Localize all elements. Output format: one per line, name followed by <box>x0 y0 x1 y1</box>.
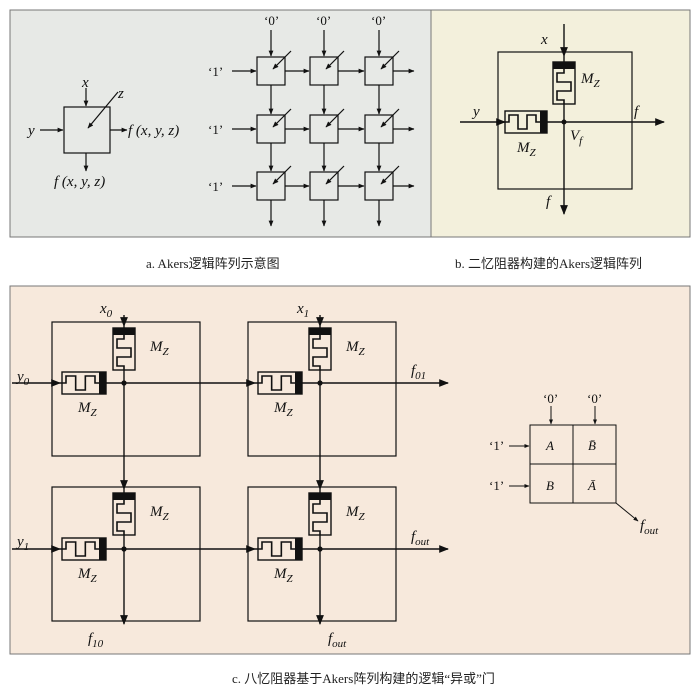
panel-a-caption: a. Akers逻辑阵列示意图 <box>146 256 280 271</box>
panel-b-mem-left-label: MZ <box>516 140 537 159</box>
array-top-input-2: ‘0’ <box>316 13 331 28</box>
array-cell <box>309 108 345 144</box>
grid-top-input-1: ‘0’ <box>543 391 558 406</box>
grid-cell-b: B <box>546 478 554 493</box>
label-f10: f10 <box>88 631 104 650</box>
memristor-symbol <box>257 371 303 395</box>
memristor-vertical <box>552 61 576 105</box>
label-x1: x1 <box>296 301 309 320</box>
label-fout-bottom: fout <box>328 631 347 650</box>
mem-label: MZ <box>149 504 170 523</box>
akers-cell-generic <box>40 88 128 172</box>
array-left-input-3: ‘1’ <box>208 179 223 194</box>
label-f01: f01 <box>411 363 426 382</box>
label-x0: x0 <box>99 301 113 320</box>
mem-label: MZ <box>273 566 294 585</box>
memristor-symbol <box>61 537 107 561</box>
memristor-symbol <box>504 110 548 134</box>
mem-label: MZ <box>273 400 294 419</box>
mem-label: MZ <box>345 339 366 358</box>
array-left-input-1: ‘1’ <box>208 64 223 79</box>
array-top-input-1: ‘0’ <box>264 13 279 28</box>
panel-c: MZ MZ MZ MZ MZ MZ MZ MZ x0 x1 y0 y1 f01 fout f1… <box>9 285 691 655</box>
panel-b-node-label: Vf <box>570 128 584 147</box>
array-left-input-2: ‘1’ <box>208 122 223 137</box>
cell-input-x: x <box>81 75 89 91</box>
memristor-symbol <box>257 537 303 561</box>
panel-b-node <box>561 119 567 125</box>
memristor-symbol <box>552 61 576 105</box>
array-cell <box>364 50 400 86</box>
memristor-horizontal <box>504 110 548 134</box>
label-fout-right: fout <box>411 529 430 548</box>
grid-cell-a: A <box>545 438 554 453</box>
xor-truth-grid <box>509 406 639 522</box>
mem-label: MZ <box>345 504 366 523</box>
mem-label: MZ <box>77 566 98 585</box>
node-dot <box>121 380 127 386</box>
panel-b-f-right: f <box>634 104 640 120</box>
label-y1: y1 <box>15 534 29 553</box>
cell-output-right: f (x, y, z) <box>128 123 179 139</box>
panel-b: x y f f MZ MZ Vf <box>430 9 691 238</box>
array-cell <box>256 50 292 86</box>
array-cell <box>309 50 345 86</box>
xor-cells: MZ MZ MZ MZ MZ MZ MZ MZ <box>12 315 449 625</box>
panel-b-f-bottom: f <box>546 194 552 210</box>
panel-b-background <box>430 9 691 238</box>
grid-left-input-2: ‘1’ <box>489 478 504 493</box>
mem-label: MZ <box>149 339 170 358</box>
cell-input-z: z <box>117 86 124 102</box>
grid-cell-b-bar: B̄ <box>588 438 596 453</box>
cell-output-bottom: f (x, y, z) <box>54 174 105 190</box>
panel-a: x y z f (x, y, z) f (x, y, z) ‘0’ ‘0’ ‘0… <box>9 9 432 238</box>
panel-b-mem-top-label: MZ <box>580 71 601 90</box>
memristor-symbol <box>112 327 136 371</box>
akers-array-labels: ‘0’ ‘0’ ‘0’ ‘1’ ‘1’ ‘1’ <box>208 13 386 194</box>
grid-top-input-2: ‘0’ <box>587 391 602 406</box>
node-dot <box>317 380 323 386</box>
array-cell <box>364 165 400 201</box>
label-y0: y0 <box>15 369 30 388</box>
panel-b-caption: b. 二忆阻器构建的Akers逻辑阵列 <box>455 256 642 271</box>
akers-array-3x3 <box>232 30 415 227</box>
node-dot <box>317 546 323 552</box>
array-top-input-3: ‘0’ <box>371 13 386 28</box>
mem-label: MZ <box>77 400 98 419</box>
cell-input-y: y <box>26 123 35 139</box>
panel-c-caption: c. 八忆阻器基于Akers阵列构建的逻辑“异或”门 <box>232 671 495 686</box>
array-cell <box>364 108 400 144</box>
panel-b-x-label: x <box>540 32 548 48</box>
memristor-symbol <box>308 492 332 536</box>
memristor-symbol <box>112 492 136 536</box>
grid-left-input-1: ‘1’ <box>489 438 504 453</box>
array-cell <box>256 165 292 201</box>
memristor-symbol <box>61 371 107 395</box>
node-dot <box>121 546 127 552</box>
grid-output-label: fout <box>640 518 659 537</box>
grid-cell-a-bar: Ā <box>587 478 596 493</box>
panel-b-y-label: y <box>471 104 480 120</box>
memristor-symbol <box>308 327 332 371</box>
